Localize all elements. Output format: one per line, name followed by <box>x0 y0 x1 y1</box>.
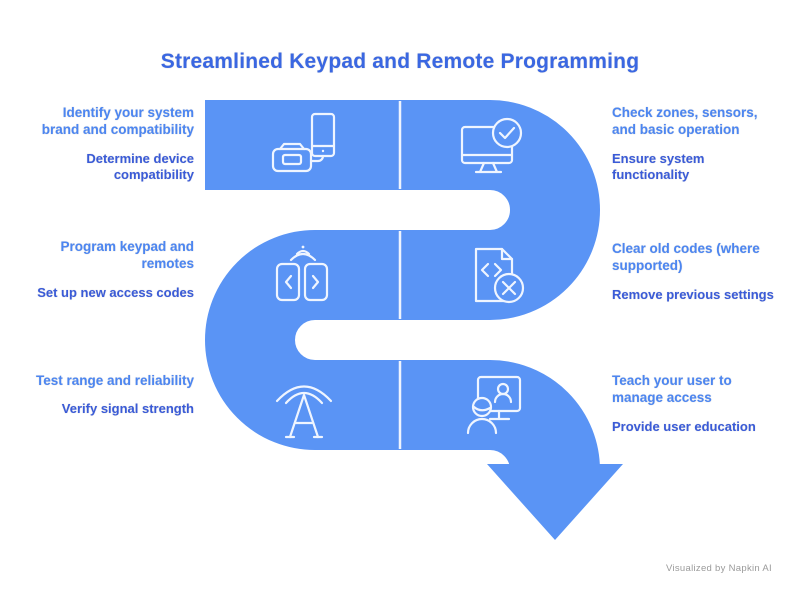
flow-arrowhead <box>487 464 623 540</box>
remotes-signal-icon <box>275 245 329 302</box>
page-title: Streamlined Keypad and Remote Programmin… <box>160 50 640 73</box>
step-block-identify: Identify your system brand and compatibi… <box>22 104 194 184</box>
user-training-icon <box>466 375 522 435</box>
step-label: Clear old codes (where supported) <box>612 241 760 274</box>
antenna-icon <box>275 385 333 439</box>
step-label: Test range and reliability <box>35 373 194 388</box>
step-block-check: Check zones, sensors, and basic operatio… <box>612 104 784 184</box>
watermark: Visualized by Napkin AI <box>665 563 772 574</box>
step-sublabel: Verify signal strength <box>61 401 194 417</box>
step-label: Program keypad and remotes <box>60 239 194 272</box>
step-block-test: Test range and reliability Verify signal… <box>22 372 194 418</box>
step-sublabel: Determine device compatibility <box>86 150 194 183</box>
step-label: Identify your system brand and compatibi… <box>41 105 194 138</box>
step-block-clear: Clear old codes (where supported) Remove… <box>612 240 784 303</box>
step-sublabel: Remove previous settings <box>612 286 774 302</box>
step-sublabel: Ensure system functionality <box>612 150 705 183</box>
step-block-program: Program keypad and remotes Set up new ac… <box>22 238 194 301</box>
step-sublabel: Provide user education <box>612 418 756 434</box>
step-label: Teach your user to manage access <box>612 373 732 406</box>
monitor-check-icon <box>460 117 523 174</box>
step-sublabel: Set up new access codes <box>37 284 194 300</box>
step-label: Check zones, sensors, and basic operatio… <box>612 105 758 138</box>
code-file-delete-icon <box>474 247 525 304</box>
step-block-teach: Teach your user to manage access Provide… <box>612 372 784 435</box>
keypad-phone-icon <box>271 112 336 173</box>
flow-snake <box>205 100 600 473</box>
